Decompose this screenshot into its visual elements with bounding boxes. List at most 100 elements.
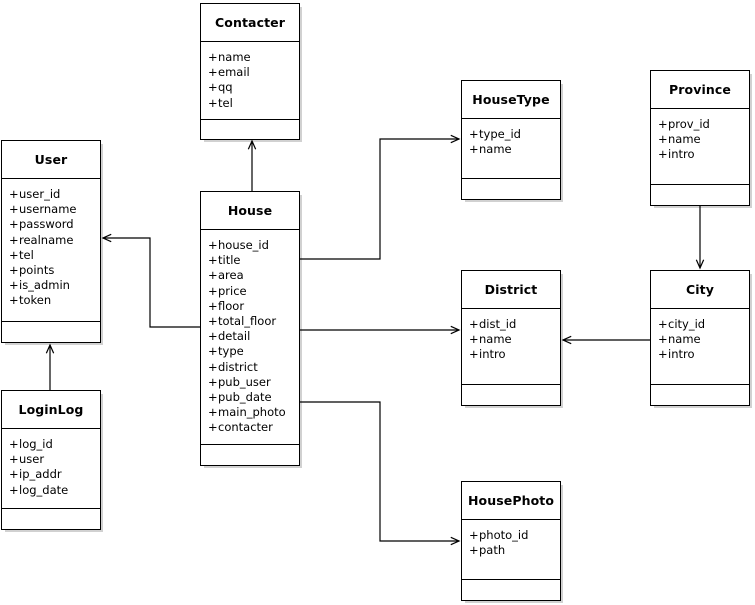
visibility-marker: + (658, 317, 668, 331)
attribute-row: +floor (208, 299, 299, 314)
attribute-label: city_id (668, 317, 706, 331)
class-name-city: City (651, 271, 749, 309)
attribute-label: log_date (19, 482, 69, 497)
attribute-row: +name (208, 50, 299, 65)
attribute-label: log_id (19, 437, 53, 451)
visibility-marker: + (208, 95, 218, 110)
connector-line (103, 237, 200, 328)
visibility-marker: + (208, 268, 218, 283)
visibility-marker: + (469, 127, 479, 141)
attribute-label: total_floor (218, 314, 277, 329)
class-operations-city (651, 385, 749, 405)
class-name-contacter: Contacter (201, 4, 299, 42)
visibility-marker: + (208, 50, 218, 64)
connector-province-to-city (695, 206, 705, 270)
attribute-row: +type (208, 344, 299, 359)
attribute-label: user (19, 452, 45, 467)
visibility-marker: + (208, 329, 218, 344)
attribute-row: +qq (208, 80, 299, 95)
attribute-label: email (218, 65, 250, 80)
class-attributes-user: +user_id+username+password+realname+tel+… (2, 179, 100, 322)
attribute-row: +name (469, 142, 560, 157)
visibility-marker: + (469, 347, 479, 362)
visibility-marker: + (469, 528, 479, 542)
attribute-label: intro (668, 347, 695, 362)
class-name-user: User (2, 141, 100, 179)
class-attributes-loginlog: +log_id+user+ip_addr+log_date (2, 429, 100, 509)
visibility-marker: + (9, 202, 19, 217)
arrowhead-open (45, 343, 55, 354)
attribute-label: tel (218, 95, 233, 110)
attribute-label: name (668, 332, 701, 347)
visibility-marker: + (208, 374, 218, 389)
attribute-row: +user (9, 452, 100, 467)
uml-class-contacter[interactable]: Contacter+name+email+qq+tel (200, 3, 300, 140)
class-attributes-housephoto: +photo_id+path (462, 520, 560, 580)
class-attributes-district: +dist_id+name+intro (462, 309, 560, 385)
attribute-row: +intro (658, 147, 749, 162)
visibility-marker: + (208, 405, 218, 420)
class-name-province: Province (651, 71, 749, 109)
uml-class-city[interactable]: City+city_id+name+intro (650, 270, 750, 406)
attribute-row: +ip_addr (9, 467, 100, 482)
visibility-marker: + (208, 359, 218, 374)
visibility-marker: + (208, 283, 218, 298)
class-operations-contacter (201, 120, 299, 140)
uml-class-housephoto[interactable]: HousePhoto+photo_id+path (461, 481, 561, 601)
visibility-marker: + (9, 217, 19, 232)
connector-house-to-contacter (247, 139, 257, 191)
attribute-row: +contacter (208, 420, 299, 435)
attribute-row: +name (658, 132, 749, 147)
visibility-marker: + (9, 452, 19, 467)
class-attributes-contacter: +name+email+qq+tel (201, 42, 299, 120)
attribute-label: type_id (479, 127, 521, 141)
attribute-row: +prov_id (658, 117, 749, 132)
class-operations-district (462, 385, 560, 405)
attribute-row: +area (208, 268, 299, 283)
class-operations-province (651, 185, 749, 205)
visibility-marker: + (208, 65, 218, 80)
attribute-row: +total_floor (208, 314, 299, 329)
class-operations-user (2, 322, 100, 342)
uml-class-housetype[interactable]: HouseType+type_id+name (461, 80, 561, 200)
uml-class-district[interactable]: District+dist_id+name+intro (461, 270, 561, 406)
visibility-marker: + (658, 132, 668, 147)
attribute-row: +house_id (208, 238, 299, 253)
attribute-row: +user_id (9, 187, 100, 202)
class-name-district: District (462, 271, 560, 309)
visibility-marker: + (9, 482, 19, 497)
visibility-marker: + (469, 332, 479, 347)
attribute-row: +name (658, 332, 749, 347)
arrowhead-open (247, 139, 257, 150)
visibility-marker: + (658, 332, 668, 347)
attribute-row: +is_admin (9, 278, 100, 293)
visibility-marker: + (469, 142, 479, 157)
attribute-row: +city_id (658, 317, 749, 332)
uml-class-house[interactable]: House+house_id+title+area+price+floor+to… (200, 191, 300, 466)
attribute-row: +path (469, 543, 560, 558)
attribute-label: price (218, 283, 247, 298)
attribute-row: +intro (658, 347, 749, 362)
visibility-marker: + (208, 344, 218, 359)
visibility-marker: + (658, 347, 668, 362)
attribute-label: pub_user (218, 374, 271, 389)
arrowhead-open (695, 259, 705, 270)
attribute-row: +token (9, 293, 100, 308)
uml-class-loginlog[interactable]: LoginLog+log_id+user+ip_addr+log_date (1, 390, 101, 530)
uml-class-user[interactable]: User+user_id+username+password+realname+… (1, 140, 101, 343)
visibility-marker: + (658, 117, 668, 131)
attribute-label: user_id (19, 187, 61, 201)
visibility-marker: + (9, 187, 19, 201)
visibility-marker: + (469, 543, 479, 558)
uml-class-province[interactable]: Province+prov_id+name+intro (650, 70, 750, 206)
class-attributes-housetype: +type_id+name (462, 119, 560, 179)
class-attributes-province: +prov_id+name+intro (651, 109, 749, 185)
attribute-label: password (19, 217, 74, 232)
visibility-marker: + (208, 238, 218, 252)
attribute-row: +log_id (9, 437, 100, 452)
attribute-label: title (218, 253, 241, 268)
visibility-marker: + (208, 80, 218, 95)
attribute-row: +tel (208, 96, 299, 111)
